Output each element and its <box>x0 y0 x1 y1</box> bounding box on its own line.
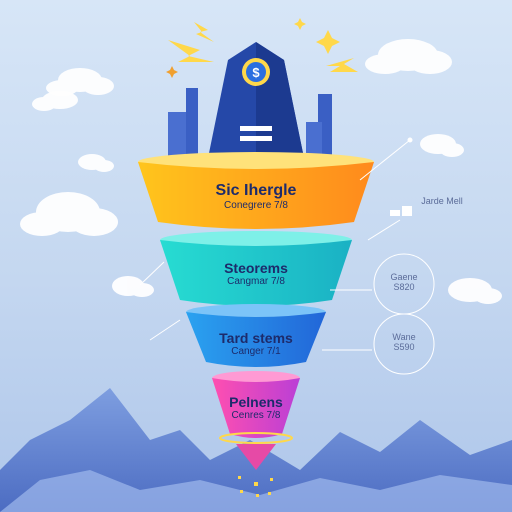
stage-3-label: Tard stems Canger 7/1 <box>160 330 352 357</box>
side-label-1: Jarde Mell <box>412 196 472 206</box>
funnel-stage-4 <box>212 371 300 470</box>
sparkle-icon <box>166 66 178 78</box>
side-label-2-line2: S820 <box>393 282 415 292</box>
stage-4-label: Pelnens Cenres 7/8 <box>160 394 352 421</box>
stage-4-title: Pelnens <box>229 394 283 410</box>
stage-1-label: Sic Ihergle Conegrere 7/8 <box>160 182 352 211</box>
lightning-icon <box>326 58 358 72</box>
stage-2-subtitle: Cangmar 7/8 <box>227 276 285 287</box>
side-label-3: Wane S590 <box>382 332 426 352</box>
stage-3-subtitle: Canger 7/1 <box>231 346 281 357</box>
funnel-stage-1 <box>138 152 374 229</box>
dollar-coin-icon: $ <box>242 58 270 86</box>
stage-1-title: Sic Ihergle <box>215 182 297 199</box>
cloud-icon <box>20 192 118 236</box>
stage-1-subtitle: Conegrere 7/8 <box>224 200 288 211</box>
side-label-1-line1: Jarde Mell <box>421 196 463 206</box>
side-label-2: Gaene S820 <box>382 272 426 292</box>
cloud-icon <box>420 134 464 157</box>
funnel-stage-3 <box>186 304 326 367</box>
side-label-3-line1: Wane <box>392 332 416 342</box>
stage-2-label: Steorems Cangmar 7/8 <box>160 260 352 287</box>
cloud-icon <box>448 278 502 304</box>
bar-glyph <box>390 206 412 216</box>
cloud-icon <box>78 154 114 172</box>
sparkle-icon <box>294 18 306 30</box>
callout-connector <box>139 137 435 375</box>
cloud-icon <box>365 39 452 74</box>
side-label-2-line1: Gaene <box>390 272 418 282</box>
svg-text:$: $ <box>252 65 260 80</box>
lightning-icon <box>168 40 214 62</box>
funnel-stage-2 <box>160 231 352 306</box>
cloud-icon <box>112 276 154 297</box>
drip-dots <box>238 476 273 497</box>
stage-4-subtitle: Cenres 7/8 <box>231 410 281 421</box>
mountain-range <box>0 470 512 512</box>
side-label-3-line2: S590 <box>393 342 415 352</box>
lightning-icon <box>194 22 214 42</box>
sparkle-icon <box>316 30 340 54</box>
cloud-icon <box>32 91 78 111</box>
stage-3-title: Tard stems <box>219 330 293 346</box>
castle-building <box>168 42 332 158</box>
stage-2-title: Steorems <box>224 260 288 276</box>
